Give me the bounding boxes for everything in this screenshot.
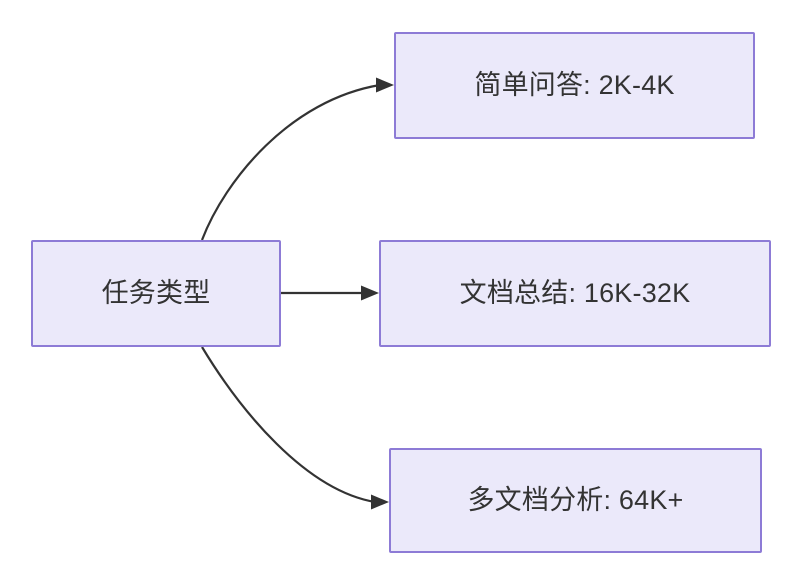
node-simple-qa-label: 简单问答: 2K-4K: [474, 70, 675, 101]
arrow-head-simple-qa: [376, 77, 394, 93]
node-doc-summary-label: 文档总结: 16K-32K: [459, 278, 691, 309]
arrow-head-doc-summary: [361, 285, 379, 301]
node-task-type-label: 任务类型: [101, 278, 211, 309]
edge-root-to-multi-doc: [201, 346, 389, 510]
edge-root-to-simple-qa: [200, 77, 394, 241]
edge-root-to-doc-summary: [281, 285, 379, 301]
node-multi-doc[interactable]: 多文档分析: 64K+: [389, 448, 762, 553]
node-task-type[interactable]: 任务类型: [31, 240, 281, 347]
arrow-head-multi-doc: [371, 494, 389, 510]
node-doc-summary[interactable]: 文档总结: 16K-32K: [379, 240, 771, 347]
node-simple-qa[interactable]: 简单问答: 2K-4K: [394, 32, 755, 139]
node-multi-doc-label: 多文档分析: 64K+: [467, 485, 684, 516]
